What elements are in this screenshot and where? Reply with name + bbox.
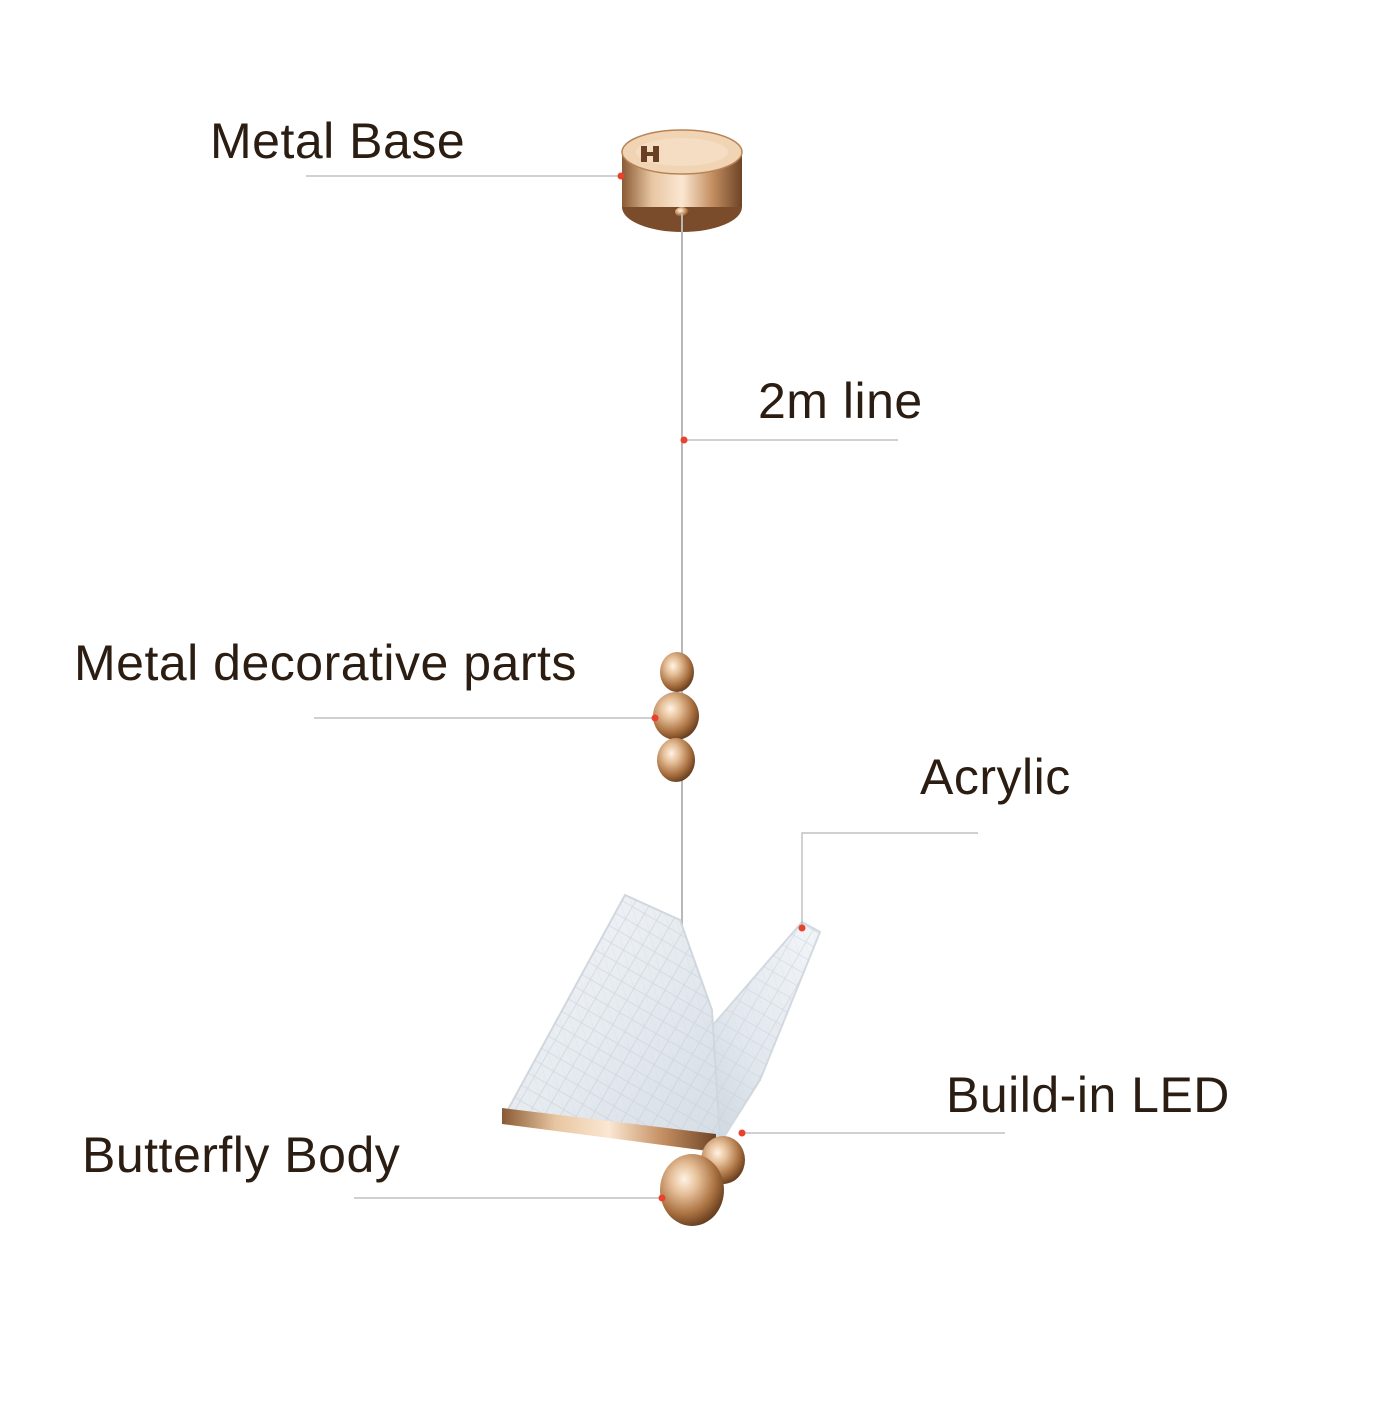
callout-butterfly-body: Butterfly Body [82, 1127, 401, 1183]
marker-dot-metal-base [617, 172, 625, 180]
metal-decorative-beads [653, 652, 699, 782]
marker-dot-acrylic [798, 924, 806, 932]
callout-metal-base: Metal Base [210, 113, 466, 169]
butterfly-body [660, 1136, 745, 1226]
callout-2m-line: 2m line [758, 373, 923, 429]
leader-lines [306, 175, 1005, 1199]
marker-dot-led [738, 1129, 746, 1137]
callout-build-in-led: Build-in LED [946, 1067, 1230, 1123]
marker-dot-decorative [651, 714, 659, 722]
metal-base-canopy [621, 129, 743, 232]
led-strip-edge [502, 1108, 716, 1152]
marker-dot-body [658, 1194, 666, 1202]
acrylic-wings [502, 893, 822, 1152]
leader-acrylic [801, 832, 978, 927]
marker-dot-line [680, 436, 688, 444]
callout-acrylic: Acrylic [920, 749, 1071, 805]
callout-metal-decorative-parts: Metal decorative parts [74, 635, 577, 691]
canopy-mount-slot [641, 146, 659, 162]
marker-dots [617, 172, 806, 1202]
